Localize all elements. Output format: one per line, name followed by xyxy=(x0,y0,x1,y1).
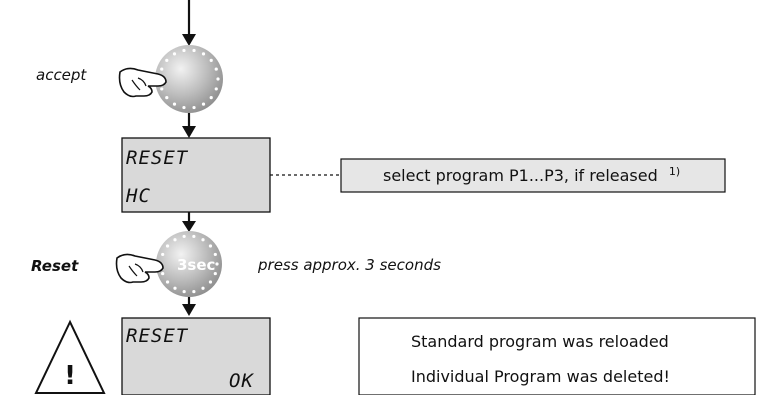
accept-label: accept xyxy=(36,66,87,84)
svg-text:select program P1...P3, if rel: select program P1...P3, if released 1) xyxy=(383,165,680,185)
display2-line1: RESET xyxy=(126,325,189,347)
knob-rim-dot xyxy=(160,67,164,71)
display1-line1: RESET xyxy=(126,147,189,169)
knob-rim-dot xyxy=(173,238,177,242)
knob-rim-dot xyxy=(192,234,196,239)
knob-rim-dot xyxy=(172,52,177,56)
result-note-line2: Individual Program was deleted! xyxy=(411,367,670,386)
display1-line2: HC xyxy=(125,185,151,207)
knob-rim-dot xyxy=(192,289,196,294)
knob-rim-dot xyxy=(192,105,196,110)
knob-rim-dot xyxy=(161,252,165,257)
knob-rim-dot xyxy=(172,102,177,106)
select-note-footnote: 1) xyxy=(669,165,680,178)
result-note-line1: Standard program was reloaded xyxy=(411,332,669,351)
select-note-text: select program P1...P3, if released xyxy=(383,166,658,185)
warning-glyph: ! xyxy=(64,361,76,391)
knob-rim-dot xyxy=(165,58,169,62)
knob-rim-dot xyxy=(213,252,217,257)
knob-rim-dot xyxy=(215,262,219,266)
lcd-display-ok xyxy=(121,317,271,395)
knob-rim-dot xyxy=(173,286,177,290)
hand-press-icon xyxy=(118,67,167,98)
knob-rim-dot xyxy=(182,289,186,294)
knob-rim-dot xyxy=(214,67,218,71)
lcd-display-hc xyxy=(121,137,271,213)
knob-rim-dot xyxy=(182,48,186,53)
knob-rim-dot xyxy=(160,87,164,91)
knob-rim-dot xyxy=(201,238,205,242)
display2-line2: OK xyxy=(229,370,254,392)
knob-rim-dot xyxy=(165,244,170,248)
rotary-knob-icon xyxy=(155,45,223,113)
knob-rim-dot xyxy=(208,244,213,248)
knob-rim-dot xyxy=(214,87,218,91)
knob-rim-dot xyxy=(213,271,217,276)
knob-rim-dot xyxy=(161,271,165,276)
knob-rim-dot xyxy=(201,52,206,56)
knob-rim-dot xyxy=(182,105,186,110)
reset-label: Reset xyxy=(31,257,79,275)
knob-rim-dot xyxy=(209,96,213,100)
press-hint: press approx. 3 seconds xyxy=(257,256,441,274)
rotary-knob-icon xyxy=(156,231,222,297)
knob-rim-dot xyxy=(208,280,213,284)
knob-rim-dot xyxy=(165,96,169,100)
warning-triangle-icon: ! xyxy=(34,319,106,394)
knob-rim-dot xyxy=(216,77,220,81)
knob-rim-dot xyxy=(165,280,170,284)
knob-badge: 3sec xyxy=(177,256,215,274)
knob-rim-dot xyxy=(201,102,206,106)
hand-press-icon xyxy=(115,253,164,284)
result-note-box xyxy=(358,317,756,395)
knob-rim-dot xyxy=(209,58,213,62)
knob-rim-dot xyxy=(182,234,186,239)
knob-rim-dot xyxy=(201,286,205,290)
knob-rim-dot xyxy=(192,48,196,53)
select-note-box xyxy=(340,158,726,193)
